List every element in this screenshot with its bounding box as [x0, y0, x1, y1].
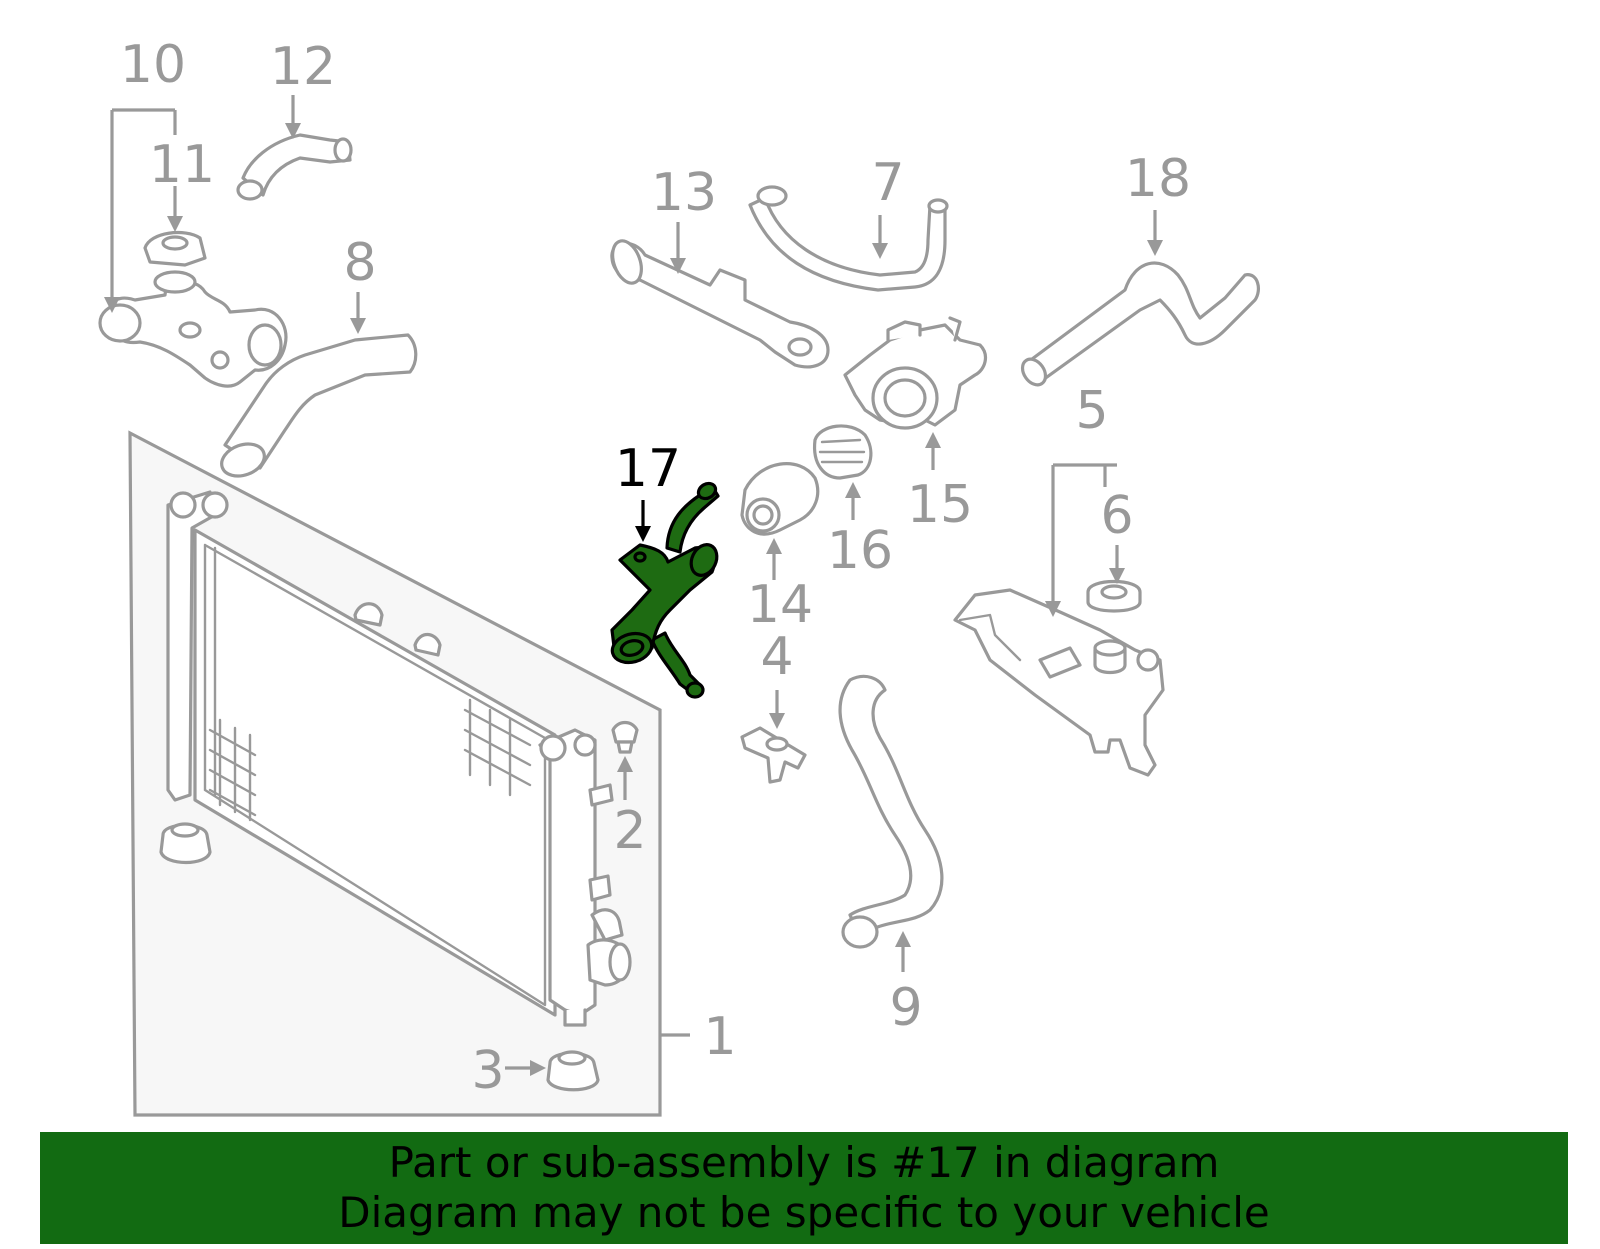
callout-13: 13 — [651, 163, 717, 223]
part-3-mount-cushion[interactable] — [505, 1050, 600, 1092]
callout-18: 18 — [1125, 149, 1191, 209]
part-11-outlet-cap[interactable] — [143, 186, 207, 267]
part-9-lower-hose[interactable] — [838, 674, 944, 972]
callout-5: 5 — [1075, 381, 1108, 441]
part-7-hose[interactable] — [748, 185, 949, 292]
part-8-upper-hose[interactable] — [217, 292, 418, 482]
callout-3: 3 — [471, 1041, 504, 1101]
callout-1: 1 — [703, 1007, 736, 1067]
part-4-bracket[interactable] — [740, 690, 807, 784]
part-18-heater-hose[interactable] — [1018, 210, 1260, 389]
callout-6: 6 — [1100, 486, 1133, 546]
part-13-water-pipe[interactable] — [607, 222, 830, 369]
callout-8: 8 — [343, 233, 376, 293]
part-2-drain-plug[interactable] — [611, 720, 639, 801]
info-banner: Part or sub-assembly is #17 in diagram D… — [40, 1132, 1568, 1244]
part-16-thermostat[interactable] — [812, 424, 873, 520]
part-6-reservoir-cap[interactable] — [1086, 545, 1142, 613]
mount-cushion-lower-left[interactable] — [159, 822, 212, 864]
part-5-reservoir-tank[interactable] — [953, 463, 1165, 777]
callout-17: 17 — [615, 439, 681, 499]
callout-10: 10 — [120, 35, 186, 95]
part-17-coolant-pipe-highlighted[interactable] — [609, 480, 722, 699]
callout-11: 11 — [149, 135, 215, 195]
part-1-radiator[interactable] — [128, 430, 690, 1117]
banner-line-2: Diagram may not be specific to your vehi… — [338, 1188, 1270, 1237]
callout-7: 7 — [871, 153, 904, 213]
callout-9: 9 — [889, 978, 922, 1038]
part-14-thermostat-housing[interactable] — [740, 462, 820, 580]
callout-12: 12 — [270, 37, 336, 97]
callout-4: 4 — [760, 627, 793, 687]
part-12-bypass-hose[interactable] — [236, 95, 353, 201]
part-15-housing-body[interactable] — [843, 316, 988, 470]
callout-2: 2 — [613, 801, 646, 861]
callout-16: 16 — [827, 521, 893, 581]
part-10-water-outlet[interactable] — [98, 108, 288, 388]
callout-15: 15 — [907, 475, 973, 535]
callout-14: 14 — [747, 575, 813, 635]
banner-line-1: Part or sub-assembly is #17 in diagram — [388, 1138, 1220, 1187]
